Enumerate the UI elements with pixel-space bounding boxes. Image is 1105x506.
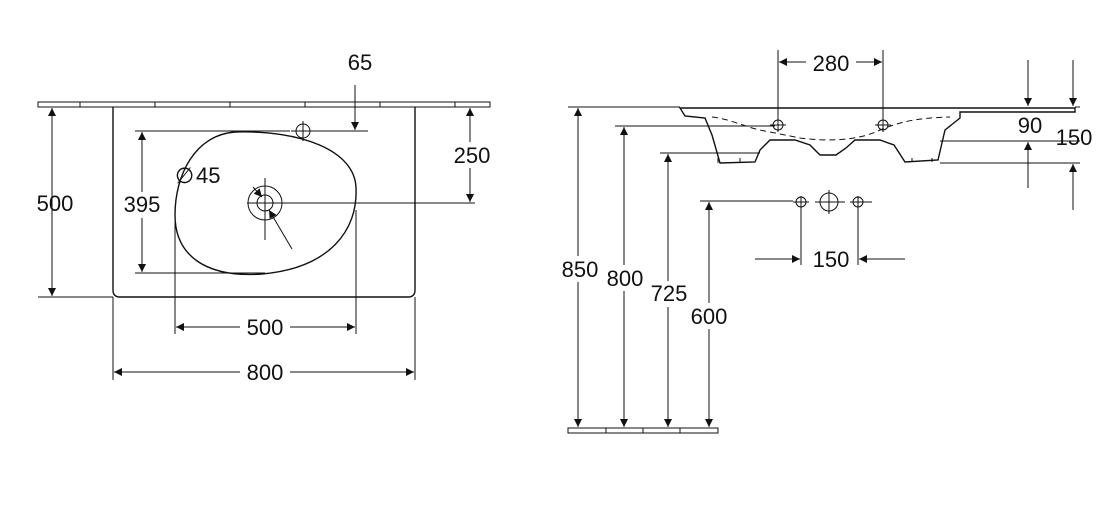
dim-overall-width: 800 (114, 359, 414, 385)
connection-point-left (793, 196, 809, 265)
wall-strip (37, 101, 491, 108)
top-view: 65 500 395 ∅ 45 250 500 (37, 50, 498, 385)
dim-height-600: 600 (686, 202, 732, 427)
trap-marker-left (770, 50, 786, 132)
side-view: 280 90 150 150 850 800 (556, 50, 1093, 434)
dim-rim-to-base: 150 (1056, 60, 1093, 210)
tap-hole (291, 121, 368, 141)
dim-connection-spacing: 150 (755, 247, 905, 272)
dim-trap-spacing: 280 (779, 50, 882, 76)
dim-height-800-label: 800 (607, 266, 644, 291)
dim-height-725-label: 725 (651, 281, 688, 306)
dim-height-850: 850 (556, 108, 602, 427)
dim-rim-to-base-label: 150 (1056, 125, 1093, 150)
dim-height-850-label: 850 (562, 257, 599, 282)
dim-rim-to-bowl-label: 90 (1018, 113, 1042, 138)
dim-trap-spacing-label: 280 (813, 51, 850, 76)
dim-drain-diameter: ∅ 45 (175, 163, 220, 188)
drain-hole (247, 178, 475, 250)
dim-bowl-width-label: 500 (247, 315, 284, 340)
dim-height-600-label: 600 (691, 304, 728, 329)
dim-tap-to-drain: 250 (448, 108, 498, 202)
dim-tap-to-drain-label: 250 (454, 143, 491, 168)
dim-bowl-depth-label: 395 (124, 192, 161, 217)
connection-point-center (815, 190, 845, 214)
basin-outline (112, 107, 416, 298)
bowl-hidden-line (711, 116, 951, 141)
basin-side-outline (678, 107, 1076, 164)
dim-tap-offset: 65 (348, 50, 372, 130)
dim-overall-depth: 500 (37, 108, 74, 296)
bowl-outline (174, 131, 357, 276)
dim-drain-diameter-label: 45 (196, 163, 220, 188)
dim-overall-width-label: 800 (247, 360, 284, 385)
diameter-symbol: ∅ (175, 163, 194, 188)
dim-bowl-width: 500 (176, 314, 355, 340)
connection-point-right (850, 196, 872, 265)
floor-ticks (605, 428, 681, 433)
dim-connection-spacing-label: 150 (813, 247, 850, 272)
dim-height-800: 800 (602, 127, 648, 427)
trap-marker-right (875, 50, 891, 132)
dim-height-725: 725 (646, 154, 692, 427)
dim-overall-depth-label: 500 (37, 191, 74, 216)
wall-ticks (79, 102, 456, 107)
dim-rim-to-bowl: 90 (1018, 60, 1042, 188)
dim-tap-offset-label: 65 (348, 50, 372, 75)
dim-bowl-depth: 395 (118, 132, 166, 272)
